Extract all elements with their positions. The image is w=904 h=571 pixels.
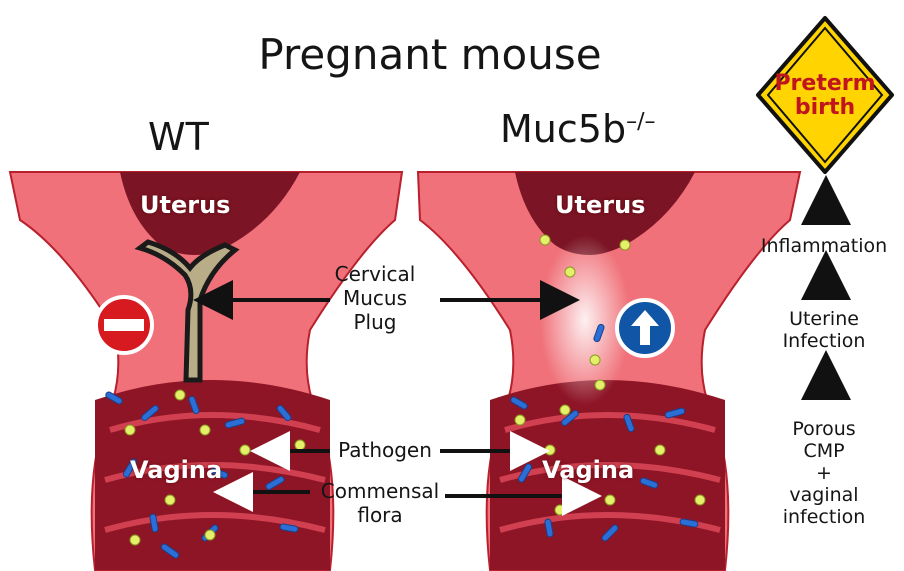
- ko-vagina-label: Vagina: [542, 456, 634, 484]
- wt-uterus-label: Uterus: [140, 191, 230, 219]
- wt-vagina-label: Vagina: [130, 456, 222, 484]
- inflammation-label: Inflammation: [744, 235, 904, 257]
- ko-uterus-label: Uterus: [555, 191, 645, 219]
- preterm-birth-label: Preterm birth: [770, 72, 880, 120]
- ko-up-arrow-icon: [617, 300, 673, 356]
- cervical-mucus-plug-label: Cervical Mucus Plug: [315, 262, 435, 334]
- uterine-infection-label: Uterine Infection: [744, 308, 904, 352]
- porous-cmp-vaginal-infection-label: Porous CMP + vaginal infection: [744, 418, 904, 528]
- commensal-flora-label: Commensal flora: [305, 479, 455, 527]
- pathogen-label: Pathogen: [325, 438, 445, 462]
- wt-no-entry-icon: [96, 297, 152, 353]
